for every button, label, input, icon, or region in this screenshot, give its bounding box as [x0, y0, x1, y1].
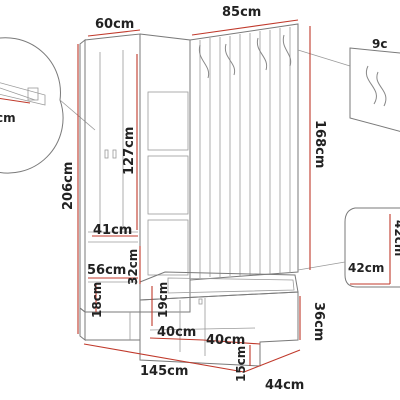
wardrobe-unit — [79, 33, 141, 342]
label-bench-compartment-b: 40cm — [206, 333, 245, 348]
label-bench-compartment-a: 40cm — [157, 325, 196, 340]
hook-detail-label: 9c — [372, 37, 387, 51]
hook-icon — [365, 65, 377, 105]
bench-detail-inset — [297, 207, 400, 288]
label-wardrobe-height: 206cm — [61, 162, 76, 210]
label-detail-height: 42cm — [392, 220, 400, 256]
hook-icon — [224, 43, 236, 76]
middle-panels — [139, 33, 191, 313]
label-panel-width: 85cm — [222, 5, 261, 20]
label-drawer-height: 32cm — [126, 249, 140, 285]
dimension-labels: 60cm 85cm 206cm 127cm 168cm 41cm 56cm 32… — [61, 5, 400, 393]
bench-unit — [139, 271, 299, 367]
label-bench-height: 36cm — [311, 302, 326, 341]
label-shelf-width: 41cm — [93, 223, 132, 238]
label-bench-base: 15cm — [234, 346, 248, 382]
label-drawer-width: 56cm — [87, 263, 126, 278]
rail-detail: cm — [0, 37, 96, 174]
hook-icon — [282, 34, 292, 67]
label-total-width: 145cm — [140, 364, 188, 379]
label-wardrobe-base: 18cm — [90, 282, 104, 318]
hook-icon — [256, 37, 268, 71]
label-depth: 44cm — [265, 378, 304, 393]
hook-icon — [376, 71, 387, 107]
label-door-height: 127cm — [122, 127, 137, 175]
label-wardrobe-width: 60cm — [95, 17, 134, 32]
hook-detail-inset: 9c — [349, 37, 400, 132]
label-panel-height: 168cm — [312, 120, 327, 168]
rail-detail-label: cm — [0, 111, 16, 125]
coat-panel — [189, 23, 351, 281]
hook-icon — [198, 44, 210, 79]
dimension-lines — [77, 19, 311, 373]
label-bench-left-height: 19cm — [156, 282, 170, 318]
label-detail-width: 42cm — [348, 261, 384, 275]
